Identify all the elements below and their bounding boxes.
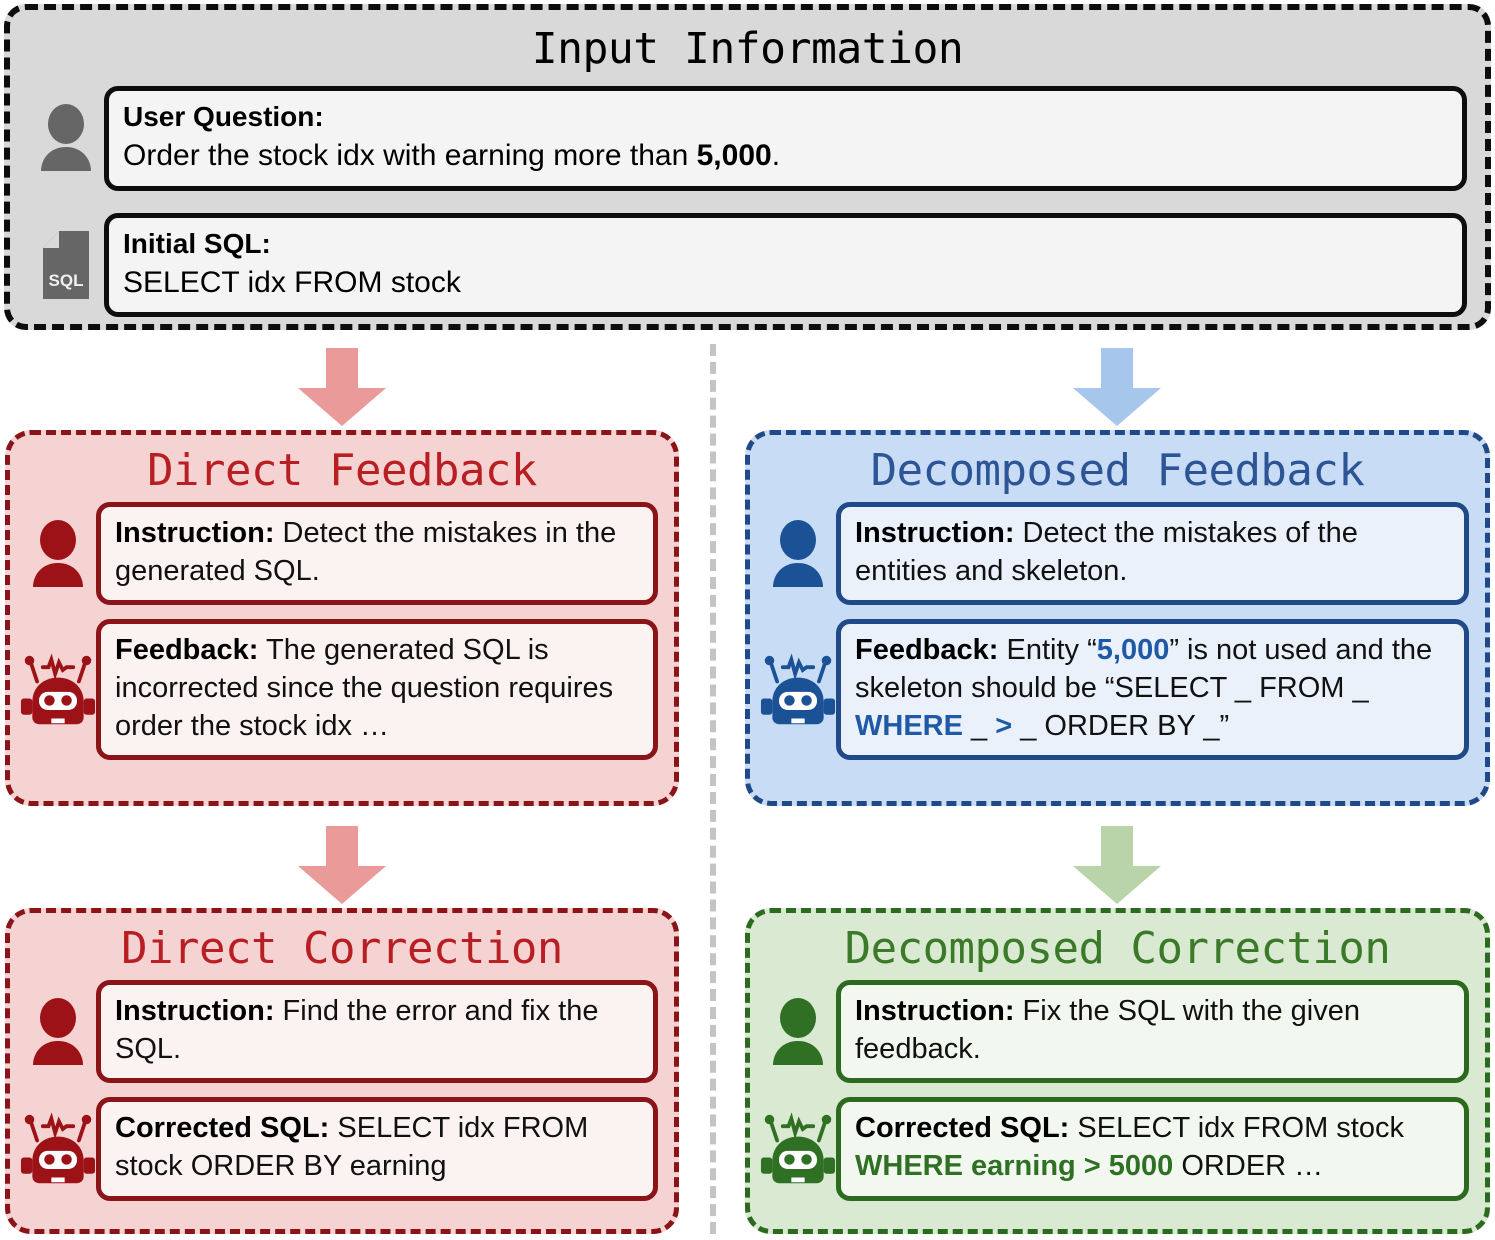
initial-sql-label: Initial SQL: bbox=[123, 227, 271, 259]
decomposed-feedback-instruction-box: Instruction: Detect the mistakes of the … bbox=[836, 502, 1469, 606]
user-icon bbox=[28, 103, 104, 173]
user-question-label: User Question: bbox=[123, 101, 324, 132]
feedback-text-part-2: ” is not used and the skeleton should be… bbox=[855, 634, 1433, 705]
decomposed-correction-panel: Decomposed Correction Instruction: Fix t… bbox=[745, 908, 1490, 1234]
input-information-title: Input Information bbox=[531, 24, 964, 74]
feedback-entity-value: 5,000 bbox=[1096, 634, 1170, 667]
user-icon bbox=[20, 519, 96, 589]
direct-correction-sql-row: Corrected SQL: SELECT idx FROM stock ORD… bbox=[20, 1097, 658, 1201]
initial-sql-row: SQL Initial SQL: SELECT idx FROM stock bbox=[28, 212, 1467, 318]
feedback-text-part-4: _ ORDER BY _” bbox=[1012, 709, 1230, 742]
instruction-label: Instruction: bbox=[115, 517, 275, 549]
direct-correction-sql-box: Corrected SQL: SELECT idx FROM stock ORD… bbox=[96, 1097, 658, 1201]
decomposed-correction-sql-row: Corrected SQL: SELECT idx FROM stock WHE… bbox=[760, 1097, 1469, 1201]
direct-correction-instruction-row: Instruction: Find the error and fix the … bbox=[20, 980, 658, 1084]
user-question-box: User Question: Order the stock idx with … bbox=[104, 86, 1467, 191]
direct-feedback-instruction-row: Instruction: Detect the mistakes in the … bbox=[20, 502, 658, 606]
decomposed-correction-sql-box: Corrected SQL: SELECT idx FROM stock WHE… bbox=[836, 1097, 1469, 1201]
instruction-text: Detect the mistakes in the generated SQL… bbox=[115, 517, 617, 587]
feedback-label: Feedback: bbox=[115, 634, 259, 667]
direct-correction-panel: Direct Correction Instruction: Find the … bbox=[5, 908, 679, 1234]
feedback-label: Feedback: bbox=[855, 634, 999, 667]
robot-icon bbox=[20, 651, 96, 729]
input-information-panel: Input Information User Question: Order t… bbox=[4, 4, 1491, 330]
direct-feedback-instruction-box: Instruction: Detect the mistakes in the … bbox=[96, 502, 658, 606]
feedback-text: The generated SQL is incorrected since t… bbox=[115, 634, 614, 742]
corrected-sql-part-2: ORDER … bbox=[1173, 1150, 1324, 1183]
decomposed-feedback-feedback-box: Feedback: Entity “5,000” is not used and… bbox=[836, 619, 1469, 761]
decomposed-correction-instruction-row: Instruction: Fix the SQL with the given … bbox=[760, 980, 1469, 1084]
corrected-sql-label: Corrected SQL: bbox=[115, 1112, 330, 1145]
user-icon bbox=[20, 997, 96, 1067]
sql-file-icon: SQL bbox=[28, 229, 104, 301]
decomposed-feedback-panel: Decomposed Feedback Instruction: Detect … bbox=[745, 430, 1490, 806]
corrected-sql-where-clause: WHERE earning > 5000 bbox=[855, 1150, 1174, 1183]
decomposed-correction-title: Decomposed Correction bbox=[844, 923, 1391, 974]
user-question-row: User Question: Order the stock idx with … bbox=[28, 86, 1467, 191]
initial-sql-text: SELECT idx FROM stock bbox=[123, 265, 461, 299]
instruction-text: Detect the mistakes of the entities and … bbox=[855, 517, 1358, 587]
instruction-label: Instruction: bbox=[855, 995, 1015, 1027]
user-icon bbox=[760, 519, 836, 589]
center-divider bbox=[710, 344, 716, 1234]
direct-feedback-panel: Direct Feedback Instruction: Detect the … bbox=[5, 430, 679, 806]
decomposed-feedback-title: Decomposed Feedback bbox=[870, 445, 1365, 496]
robot-icon bbox=[760, 1110, 836, 1188]
initial-sql-box: Initial SQL: SELECT idx FROM stock bbox=[104, 212, 1467, 318]
instruction-text: Fix the SQL with the given feedback. bbox=[855, 995, 1360, 1065]
corrected-sql-text: SELECT idx FROM stock ORDER BY earning bbox=[115, 1112, 589, 1183]
feedback-keyword-where: WHERE bbox=[855, 709, 963, 742]
decomposed-feedback-feedback-row: Feedback: Entity “5,000” is not used and… bbox=[760, 619, 1469, 761]
direct-feedback-title: Direct Feedback bbox=[147, 445, 537, 496]
svg-text:SQL: SQL bbox=[49, 271, 84, 290]
robot-icon bbox=[760, 651, 836, 729]
corrected-sql-part-1: SELECT idx FROM stock bbox=[1069, 1112, 1404, 1145]
direct-feedback-feedback-row: Feedback: The generated SQL is incorrect… bbox=[20, 619, 658, 761]
decomposed-correction-instruction-box: Instruction: Fix the SQL with the given … bbox=[836, 980, 1469, 1084]
feedback-operator-gt: > bbox=[995, 709, 1013, 742]
feedback-text-part-1: Entity “ bbox=[998, 634, 1097, 667]
instruction-text: Find the error and fix the SQL. bbox=[115, 995, 599, 1065]
feedback-text-part-3: _ bbox=[962, 709, 996, 742]
direct-correction-title: Direct Correction bbox=[121, 923, 563, 974]
instruction-label: Instruction: bbox=[115, 995, 275, 1027]
direct-feedback-feedback-box: Feedback: The generated SQL is incorrect… bbox=[96, 619, 658, 761]
user-icon bbox=[760, 997, 836, 1067]
instruction-label: Instruction: bbox=[855, 517, 1015, 549]
decomposed-feedback-instruction-row: Instruction: Detect the mistakes of the … bbox=[760, 502, 1469, 606]
robot-icon bbox=[20, 1110, 96, 1188]
corrected-sql-label: Corrected SQL: bbox=[855, 1112, 1070, 1145]
user-question-text: Order the stock idx with earning more th… bbox=[123, 138, 781, 172]
direct-correction-instruction-box: Instruction: Find the error and fix the … bbox=[96, 980, 658, 1084]
